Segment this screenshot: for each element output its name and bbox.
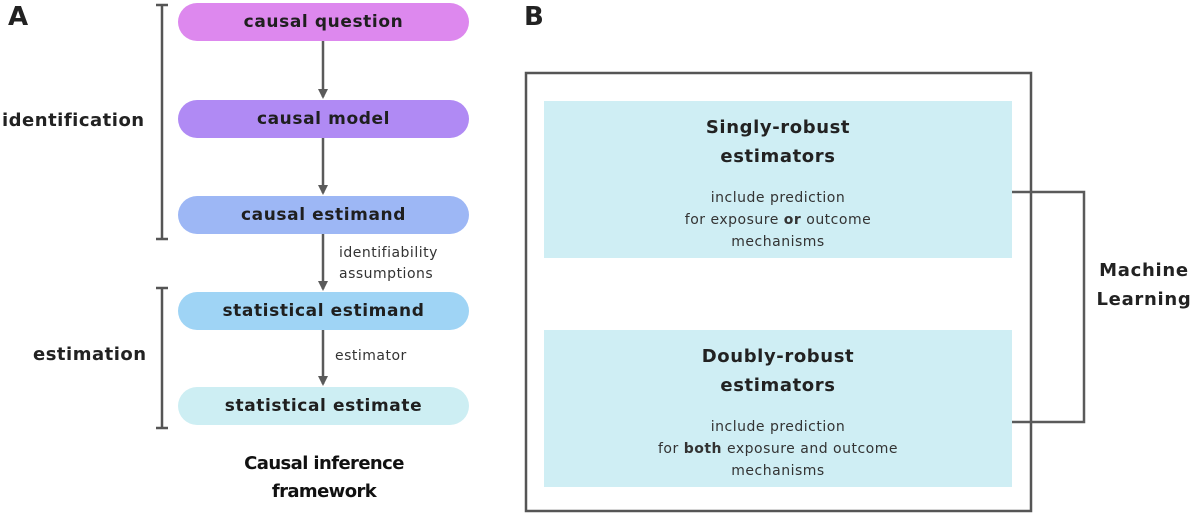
doubly-robust-title: Doubly-robust estimators	[701, 346, 855, 396]
panel-b-frame	[524, 71, 1033, 513]
singly-robust-title: Singly-robust estimators	[705, 117, 851, 167]
machine-learning-label: Machine Learning	[1096, 260, 1192, 310]
identification-label: identification	[2, 110, 145, 131]
doubly-robust-box: Doubly-robust estimators include predict…	[544, 330, 1012, 487]
panel-a-letter: A	[8, 2, 29, 32]
estimation-bracket	[156, 286, 168, 430]
stage-causal-estimand: causal estimand	[178, 196, 469, 234]
doubly-robust-description: include prediction for both exposure and…	[658, 419, 898, 479]
singly-robust-description: include prediction for exposure or outco…	[684, 190, 872, 250]
stage-causal-question: causal question	[178, 3, 469, 41]
stage-statistical-estimand: statistical estimand	[178, 292, 469, 330]
stage-statistical-estimate: statistical estimate	[178, 387, 469, 425]
panel-b-letter: B	[524, 2, 544, 32]
figure-caption: Causal inference framework	[244, 453, 404, 502]
estimator-label: estimator	[335, 348, 407, 364]
singly-robust-box: Singly-robust estimators include predict…	[544, 101, 1012, 258]
identification-bracket	[156, 3, 168, 241]
estimation-label: estimation	[33, 344, 147, 365]
identifiability-assumptions-label: identifiability assumptions	[339, 245, 438, 282]
stage-causal-model: causal model	[178, 100, 469, 138]
